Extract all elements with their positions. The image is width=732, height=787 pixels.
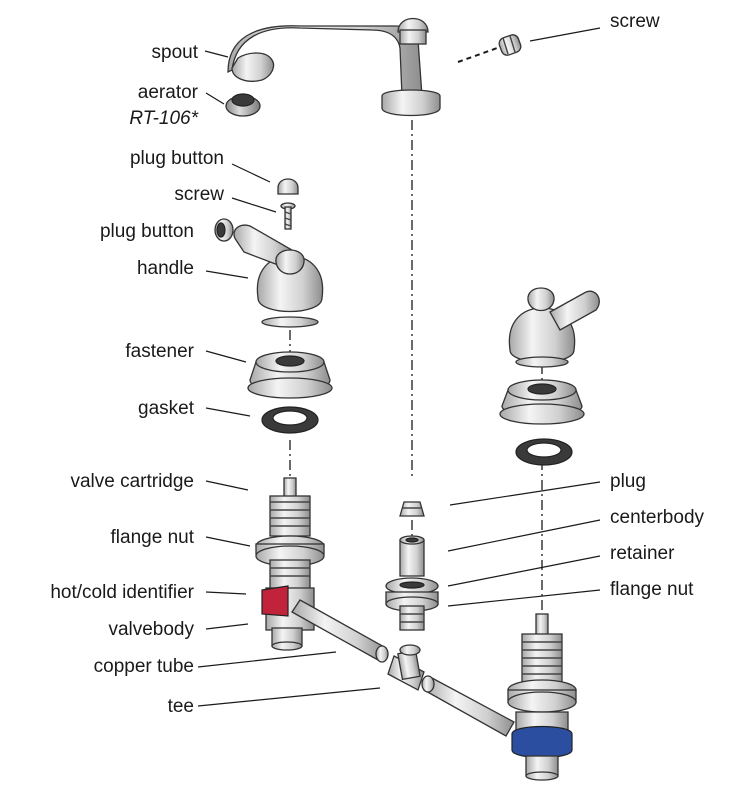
guide-lines bbox=[289, 46, 543, 612]
retainer-part bbox=[385, 577, 439, 595]
handle-screw-part bbox=[280, 202, 296, 230]
label-plug-button-top: plug button bbox=[130, 148, 224, 169]
hot-identifier-ring bbox=[261, 585, 289, 617]
right-handle-part bbox=[508, 287, 600, 368]
right-valvebody-part bbox=[511, 711, 573, 781]
label-valvebody: valvebody bbox=[108, 619, 194, 640]
label-screw-left: screw bbox=[174, 184, 224, 205]
tee-part bbox=[387, 644, 425, 691]
spout-part bbox=[227, 18, 441, 117]
label-gasket: gasket bbox=[138, 398, 195, 419]
left-handle-part bbox=[233, 224, 324, 328]
label-retainer: retainer bbox=[610, 543, 675, 564]
left-gasket-part bbox=[261, 406, 319, 434]
label-copper-tube: copper tube bbox=[94, 656, 194, 677]
right-fastener-part bbox=[499, 379, 585, 425]
center-flange-nut-part bbox=[385, 591, 439, 631]
spout-screw-part bbox=[498, 34, 522, 56]
aerator-part bbox=[225, 93, 261, 117]
label-fastener: fastener bbox=[125, 341, 194, 362]
label-flange-nut-left: flange nut bbox=[111, 527, 195, 548]
label-hot-cold-identifier: hot/cold identifier bbox=[50, 582, 194, 603]
left-valve-cartridge-part bbox=[255, 477, 325, 591]
label-plug-button-side: plug button bbox=[100, 221, 194, 242]
label-handle: handle bbox=[137, 258, 194, 279]
label-plug: plug bbox=[610, 471, 646, 492]
right-gasket-part bbox=[515, 438, 573, 466]
label-valve-cartridge: valve cartridge bbox=[70, 471, 194, 492]
label-screw-right: screw bbox=[610, 11, 660, 32]
label-tee: tee bbox=[168, 696, 194, 717]
label-aerator-part-number: RT-106* bbox=[129, 108, 198, 129]
copper-tube-part bbox=[291, 599, 515, 737]
label-aerator: aerator bbox=[138, 82, 199, 103]
left-fastener-part bbox=[247, 351, 333, 399]
plug-button-top-part bbox=[277, 178, 299, 195]
leader-lines bbox=[197, 27, 601, 707]
cold-identifier-ring bbox=[511, 725, 573, 759]
label-spout: spout bbox=[152, 42, 199, 63]
right-valve-cartridge-part bbox=[507, 613, 577, 713]
label-centerbody: centerbody bbox=[610, 507, 705, 528]
plug-button-side-part bbox=[214, 218, 234, 242]
centerbody-part bbox=[399, 535, 425, 577]
label-flange-nut-right: flange nut bbox=[610, 579, 694, 600]
plug-part bbox=[399, 501, 425, 517]
